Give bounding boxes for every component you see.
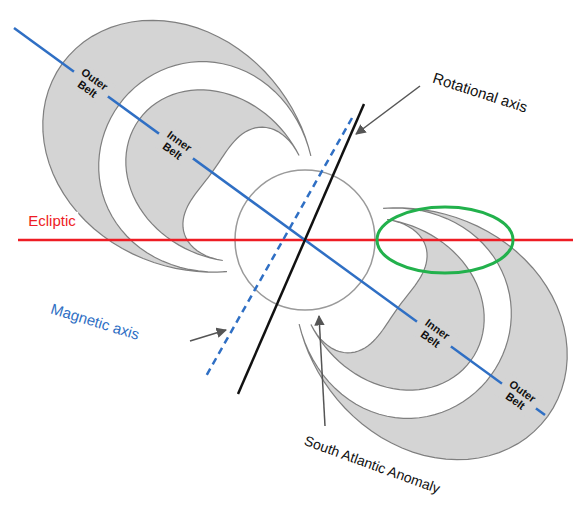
- belt-label: Inner Belt: [151, 123, 200, 169]
- anomaly-label: South Atlantic Anomaly: [300, 432, 444, 499]
- belt-label: Outer Belt: [66, 61, 115, 107]
- belt-label-holder: Inner Belt: [151, 123, 200, 169]
- anomaly-label-holder: South Atlantic Anomaly: [300, 432, 444, 499]
- highlight-ellipse: [377, 207, 513, 273]
- leader-line: [319, 316, 325, 426]
- belt-label: Outer Belt: [494, 373, 543, 419]
- leader-line: [356, 86, 420, 134]
- belt-label: Inner Belt: [409, 311, 458, 357]
- leader-line: [190, 330, 226, 341]
- belt-label-holder: Outer Belt: [494, 373, 543, 419]
- ecliptic-line: [18, 239, 573, 242]
- axis-label: Rotational axis: [428, 68, 531, 117]
- axis-label-holder: Magnetic axis: [47, 299, 144, 345]
- axis-label-holder: Rotational axis: [428, 68, 531, 117]
- rotational-axis-line: [238, 104, 364, 394]
- ecliptic-label-holder: Ecliptic: [26, 212, 78, 231]
- belt-label-holder: Inner Belt: [409, 311, 458, 357]
- magnetic-axis-line: [205, 118, 352, 378]
- ecliptic-label: Ecliptic: [26, 212, 78, 231]
- magnetic-equator-line: [14, 28, 545, 415]
- belt-label-holder: Outer Belt: [66, 61, 115, 107]
- axis-label: Magnetic axis: [47, 299, 144, 345]
